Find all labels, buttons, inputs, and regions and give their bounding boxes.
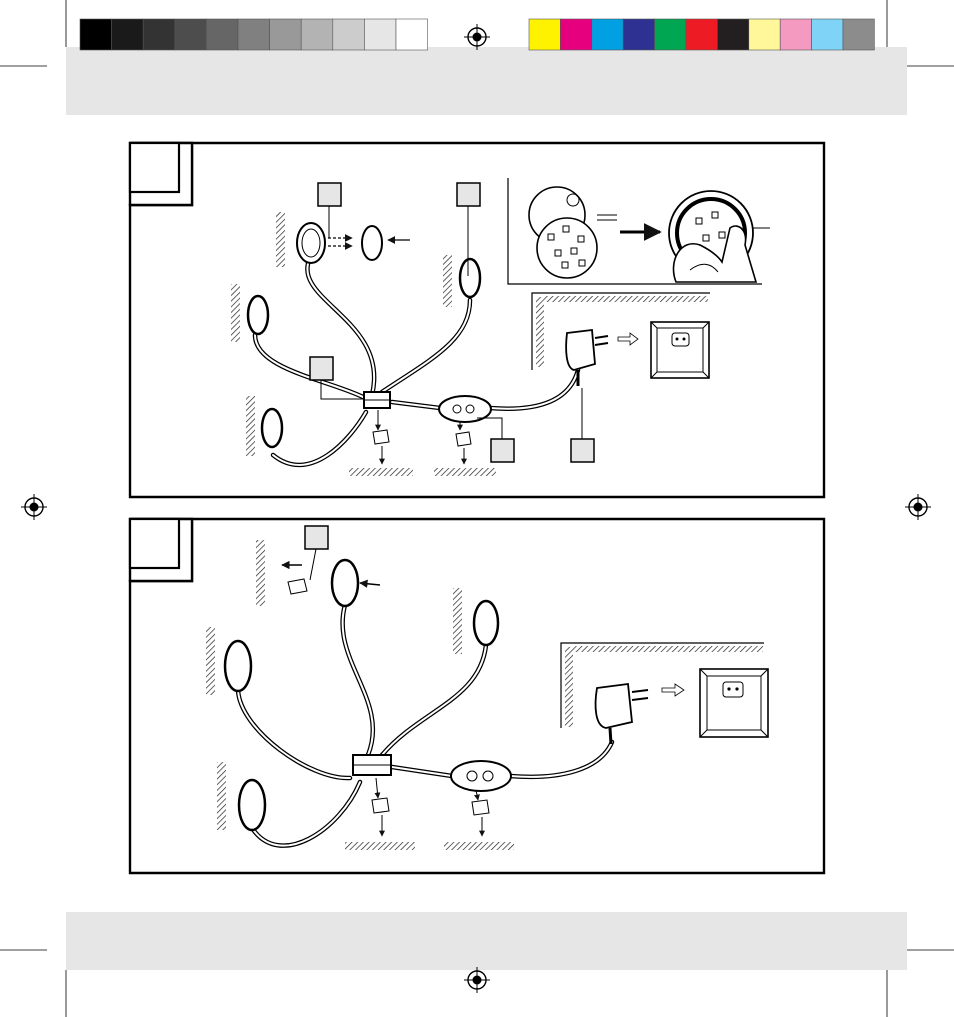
color-swatches <box>528 18 875 51</box>
color-swatch <box>300 18 334 51</box>
grayscale-swatches <box>79 18 428 51</box>
adhesive-pad-icon <box>455 416 472 465</box>
color-swatch <box>395 18 428 51</box>
arrow-icon <box>661 683 685 697</box>
adhesive-pad-icon <box>471 789 490 837</box>
wall-hatch-icon <box>453 588 462 654</box>
wall-hatch-icon <box>231 284 240 342</box>
color-swatch <box>237 18 270 51</box>
color-swatch <box>364 18 397 51</box>
arrow-icon <box>617 332 639 346</box>
callout-box <box>317 182 342 238</box>
color-swatch <box>591 18 624 51</box>
callout-box <box>309 356 364 400</box>
puck-light-icon <box>458 257 482 299</box>
color-swatch <box>560 18 593 51</box>
registration-mark-right <box>905 494 931 520</box>
color-swatch <box>111 18 144 51</box>
adhesive-pad-icon <box>371 777 390 837</box>
screw-icon <box>328 234 410 250</box>
registration-mark-top <box>464 24 490 50</box>
color-swatch <box>142 18 176 51</box>
figure-1-number-box <box>128 141 181 194</box>
floor-hatch-icon <box>444 842 514 850</box>
bottom-gray-band <box>66 912 907 970</box>
wall-socket-icon <box>650 321 710 379</box>
figure-1-panel <box>128 141 826 499</box>
plug-adapter-icon <box>594 682 649 745</box>
figure-2-number-box <box>128 517 181 570</box>
adhesive-pad-icon <box>281 560 308 595</box>
color-swatch <box>79 18 112 51</box>
arrow-icon <box>359 579 381 588</box>
color-swatch <box>528 18 561 51</box>
puck-light-icon <box>260 407 284 449</box>
registration-mark-left <box>21 494 47 520</box>
color-swatch <box>654 18 687 51</box>
puck-light-icon <box>361 225 383 261</box>
wall-hatch-icon <box>443 255 452 307</box>
wall-hatch-icon <box>246 396 255 456</box>
callout-box <box>477 417 515 463</box>
top-gray-band <box>66 47 907 115</box>
color-swatch <box>269 18 302 51</box>
floor-hatch-icon <box>349 468 413 476</box>
figure-2-panel <box>128 517 826 875</box>
in-line-switch-icon <box>450 760 512 792</box>
registration-mark-bottom <box>464 967 490 993</box>
puck-light-icon <box>472 599 500 647</box>
wall-hatch-icon <box>217 762 226 830</box>
in-line-switch-icon <box>438 395 492 423</box>
led-module-icon <box>528 186 617 279</box>
callout-box <box>570 388 595 463</box>
color-swatch <box>206 18 239 51</box>
puck-light-icon <box>246 294 270 336</box>
color-swatch <box>332 18 365 51</box>
plug-adapter-icon <box>565 328 609 386</box>
puck-light-icon <box>237 778 267 832</box>
floor-hatch-icon <box>434 468 496 476</box>
color-swatch <box>717 18 750 51</box>
color-swatch <box>685 18 718 51</box>
callout-box <box>456 182 481 276</box>
callout-box <box>304 525 329 581</box>
led-module-inset <box>507 178 770 285</box>
wall-hatch-icon <box>206 627 215 695</box>
wall-hatch-icon <box>276 212 285 267</box>
puck-light-icon <box>296 222 326 264</box>
adhesive-pad-icon <box>372 410 390 465</box>
wall-socket-icon <box>699 668 769 738</box>
puck-light-icon <box>223 639 253 693</box>
color-swatch <box>748 18 781 51</box>
puck-light-icon <box>330 558 360 608</box>
color-swatch <box>174 18 207 51</box>
color-swatch <box>622 18 655 51</box>
wall-hatch-icon <box>256 540 265 606</box>
color-swatch <box>842 18 875 51</box>
color-swatch <box>811 18 844 51</box>
color-calibration-bar <box>79 18 875 51</box>
floor-hatch-icon <box>345 842 415 850</box>
hand-icon <box>672 225 758 283</box>
color-swatch <box>779 18 812 51</box>
